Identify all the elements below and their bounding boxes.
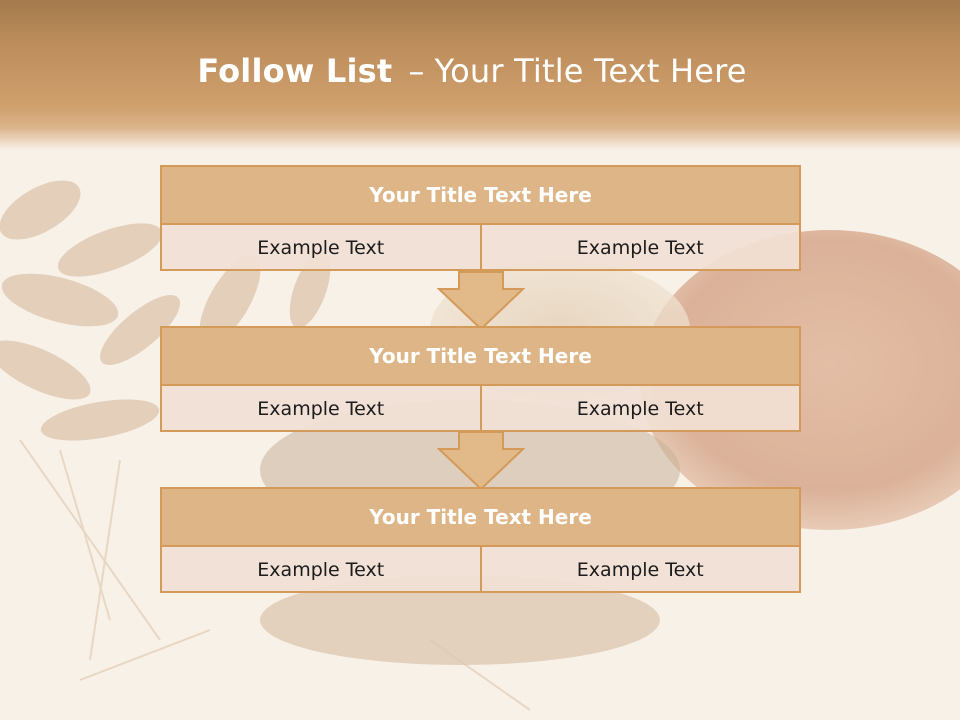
block-cell-right: Example Text: [479, 225, 800, 271]
slide-title: Follow List–Your Title Text Here: [0, 52, 944, 90]
list-block-1: Your Title Text Here Example Text Exampl…: [160, 165, 801, 271]
down-arrow-icon: [437, 431, 525, 491]
block-row: Example Text Example Text: [162, 225, 799, 271]
title-dash: –: [408, 52, 425, 90]
wheat-ears-shape: [0, 180, 331, 441]
grain-pile-shape: [260, 575, 660, 665]
list-block-2: Your Title Text Here Example Text Exampl…: [160, 326, 801, 432]
block-cell-right: Example Text: [479, 386, 800, 432]
block-title: Your Title Text Here: [162, 489, 799, 547]
list-block-3: Your Title Text Here Example Text Exampl…: [160, 487, 801, 593]
block-title: Your Title Text Here: [162, 328, 799, 386]
down-arrow-icon: [437, 271, 525, 331]
block-row: Example Text Example Text: [162, 547, 799, 593]
title-bold-part: Follow List: [197, 52, 393, 90]
slide-header: [0, 0, 960, 150]
block-row: Example Text Example Text: [162, 386, 799, 432]
block-cell-right: Example Text: [479, 547, 800, 593]
block-cell-left: Example Text: [257, 559, 385, 581]
block-cell-left: Example Text: [257, 237, 385, 259]
title-rest-part: Your Title Text Here: [434, 52, 747, 90]
block-cell-left: Example Text: [257, 398, 385, 420]
block-title: Your Title Text Here: [162, 167, 799, 225]
